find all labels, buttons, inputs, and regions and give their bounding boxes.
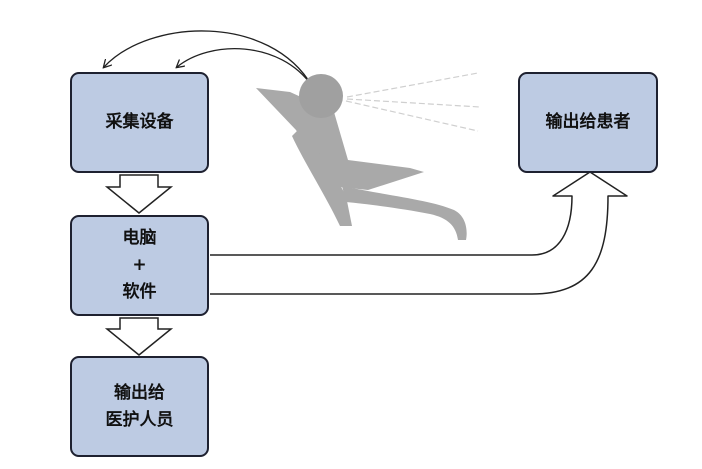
- reclining-person-icon: [256, 72, 481, 240]
- down-arrow-capture-to-computer: [104, 174, 174, 214]
- output-to-staff-box: 输出给 医护人员: [70, 356, 209, 457]
- down-arrow-computer-to-staff: [104, 317, 174, 356]
- medical-staff-label: 医护人员: [105, 409, 174, 430]
- signal-arc-inner: [177, 48, 313, 87]
- software-label: 软件: [122, 282, 157, 302]
- output-to-patient-label: 输出给患者: [545, 112, 631, 132]
- output-to-patient-box: 输出给患者: [518, 72, 658, 173]
- computer-software-box: 电脑 + 软件: [70, 215, 209, 316]
- signal-arc-outer: [104, 30, 313, 87]
- capture-device-label: 采集设备: [105, 112, 174, 132]
- curved-arrow-computer-to-patient: [210, 171, 628, 295]
- capture-device-box: 采集设备: [70, 72, 209, 173]
- computer-label: 电脑: [122, 228, 157, 248]
- plus-label: +: [132, 255, 147, 275]
- output-to-label: 输出给: [114, 382, 165, 403]
